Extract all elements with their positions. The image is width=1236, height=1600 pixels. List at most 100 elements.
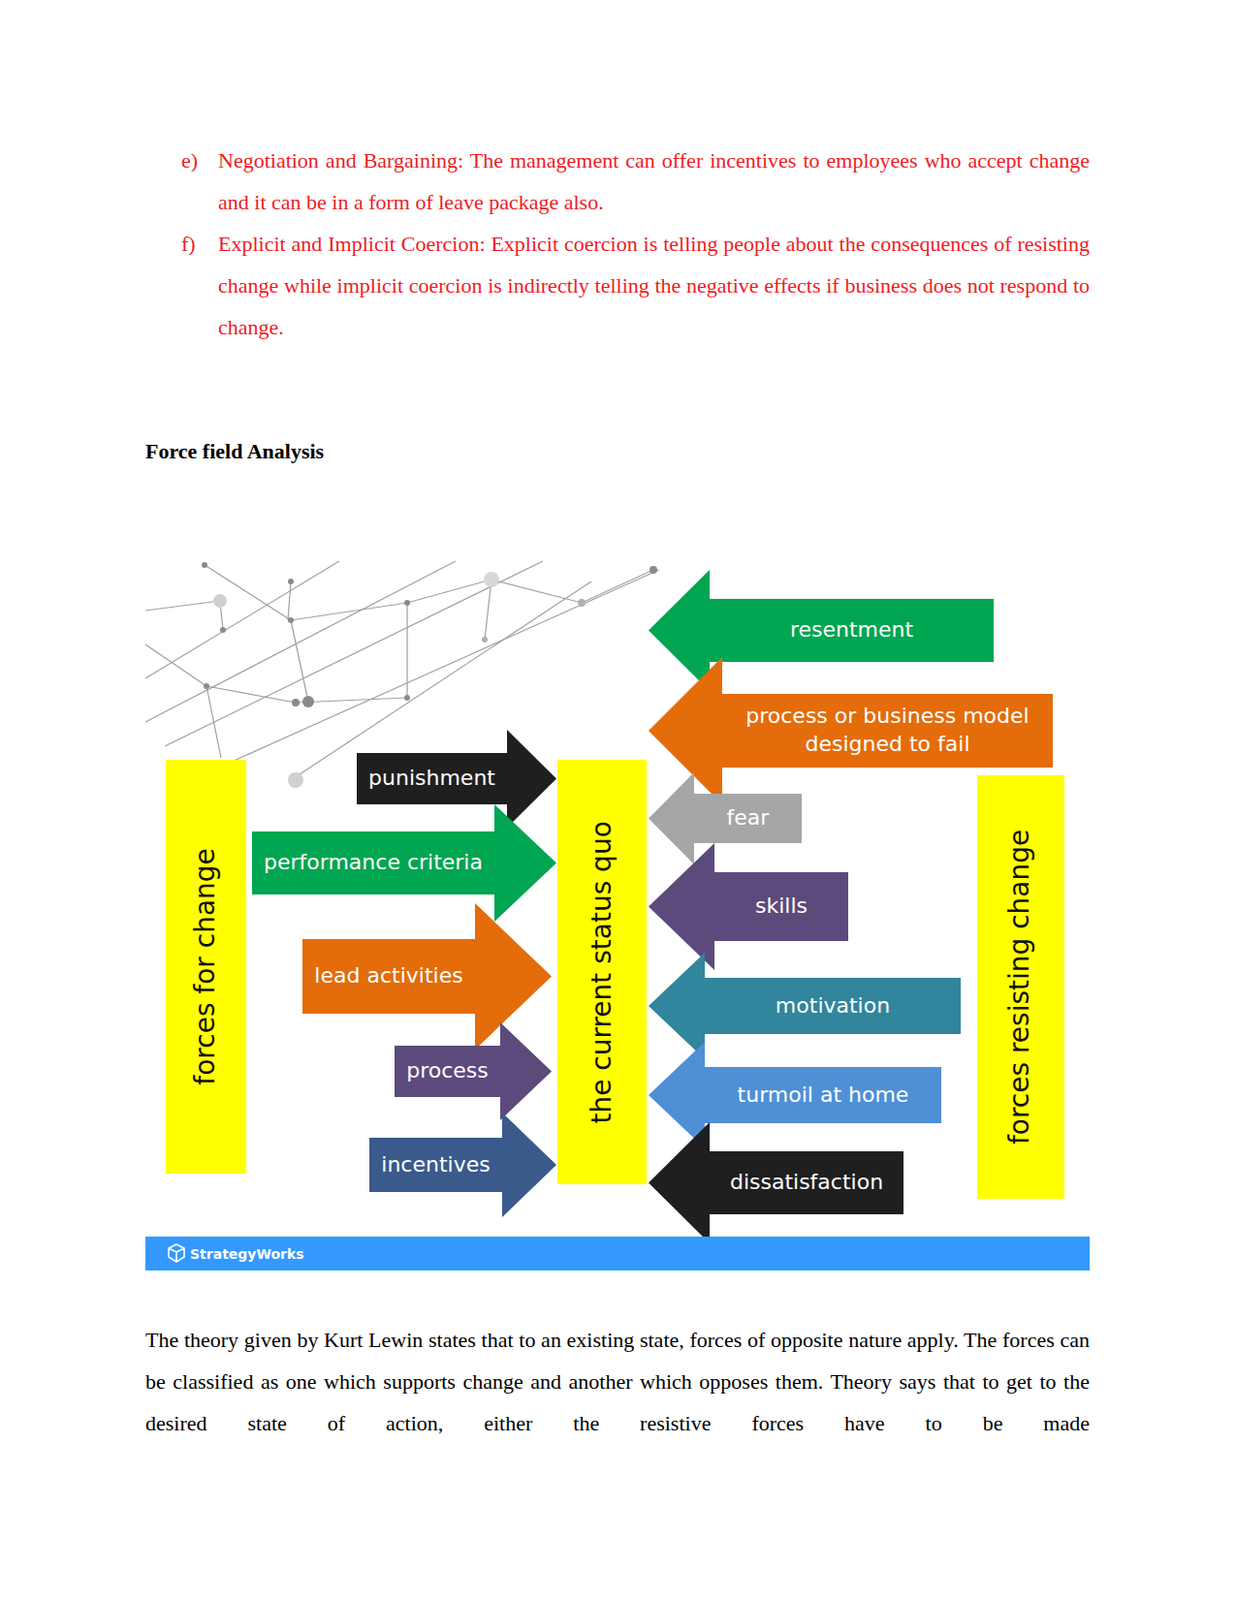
body-paragraph: The theory given by Kurt Lewin states th… [145, 1319, 1090, 1445]
label-wrap: The theory given by Kurt Lewin states th… [145, 1319, 1090, 1445]
list-marker: f) [181, 222, 217, 265]
heading-wrap: Force field Analysis [145, 438, 1090, 466]
mesh-line [145, 561, 456, 723]
status-quo-column: the current status quo [557, 760, 647, 1185]
mesh-dot [287, 617, 294, 624]
node-label: process or business model designed to fa… [733, 702, 1042, 759]
label-box: process or business model designed to fa… [722, 694, 1053, 768]
mesh-dot [404, 600, 411, 606]
mesh-dot [203, 683, 210, 690]
label-box: lead activities [302, 939, 476, 1015]
brand-icon [164, 1236, 189, 1271]
mesh-line [491, 579, 582, 603]
node-label: dissatisfaction [729, 1169, 884, 1198]
list-marker: e) [181, 139, 217, 182]
driving-force-arrow: lead activities [302, 903, 552, 1050]
label-box: skills [714, 872, 849, 942]
node-label: the current status quo [587, 821, 618, 1124]
mesh-dot [220, 627, 226, 634]
mesh-dot [577, 599, 586, 607]
label-box: performance criteria [252, 831, 495, 895]
node-label: resentment [790, 616, 914, 645]
node-label: performance criteria [263, 849, 483, 878]
mesh-line [290, 581, 592, 781]
label-box: incentives [369, 1138, 503, 1193]
mesh-line [484, 579, 492, 640]
driving-force-arrow: incentives [369, 1112, 557, 1218]
mesh-dot [287, 578, 294, 585]
mesh-dot [291, 698, 300, 707]
mesh-line [222, 570, 660, 766]
restraining-force-arrow: dissatisfaction [648, 1122, 904, 1244]
arrow-polygon [648, 1122, 904, 1244]
list-item: Explicit and Implicit Coercion: Explicit… [218, 222, 1090, 349]
label-wrap: e) [181, 139, 217, 182]
label-box: fear [694, 793, 802, 844]
node-label: incentives [380, 1151, 490, 1180]
driving-force-arrow: performance criteria [252, 804, 557, 922]
restraining-force-arrow: turmoil at home [648, 1042, 942, 1149]
node-label: process [406, 1057, 489, 1086]
label-box: forces for change [165, 760, 247, 1174]
label-box: forces resisting change [977, 775, 1065, 1200]
mesh-dot [483, 571, 500, 588]
mesh-line [164, 561, 543, 747]
mesh-dot [302, 696, 315, 708]
label-wrap: Explicit and Implicit Coercion: Explicit… [218, 222, 1090, 349]
driving-force-arrow: process [394, 1022, 552, 1121]
node-label: forces resisting change [1006, 829, 1037, 1145]
arrow-polygon [394, 1022, 552, 1121]
node-label: punishment [368, 764, 496, 793]
restraining-force-arrow: fear [648, 772, 802, 865]
arrow-shape [648, 843, 849, 971]
arrow-polygon [648, 843, 849, 971]
label-box: punishment [356, 753, 508, 805]
label-box: StrategyWorks [190, 1236, 305, 1271]
node-label: motivation [775, 992, 890, 1021]
arrow-polygon [252, 804, 557, 922]
restraining-force-arrow: motivation [648, 952, 961, 1060]
label-box: the current status quo [557, 760, 647, 1185]
node-label: lead activities [314, 962, 463, 991]
force-column: forces resisting change [977, 775, 1065, 1200]
icon-stroke [168, 1244, 185, 1263]
driving-force-arrow: punishment [356, 729, 557, 828]
arrow-polygon [648, 772, 802, 865]
mesh-line [581, 570, 654, 603]
arrow-polygon [648, 1042, 942, 1149]
mesh-line [204, 565, 291, 621]
arrow-polygon [648, 570, 994, 692]
mesh-dot [481, 636, 488, 643]
mesh-lines [145, 561, 660, 781]
mesh-line [406, 602, 408, 698]
mesh-dot [649, 566, 658, 574]
restraining-force-arrow: resentment [648, 570, 994, 692]
mesh-line [290, 620, 309, 702]
arrow-polygon [648, 952, 961, 1060]
mesh-line [290, 602, 408, 621]
mesh-line [407, 579, 492, 603]
label-box: resentment [709, 599, 994, 663]
mesh-dot [404, 695, 411, 701]
label-box: turmoil at home [704, 1067, 942, 1124]
arrow-polygon [356, 729, 557, 828]
node-label: fear [727, 804, 770, 833]
label-box: dissatisfaction [709, 1151, 904, 1215]
mesh-line [145, 561, 340, 679]
node-label: skills [755, 892, 808, 921]
section-heading: Force field Analysis [145, 438, 1090, 466]
node-label: forces for change [190, 848, 222, 1085]
brand-band: StrategyWorks [145, 1236, 1090, 1271]
arrow-polygon [369, 1112, 557, 1218]
mesh-dot [213, 594, 227, 608]
node-label: StrategyWorks [190, 1246, 305, 1263]
mesh-line [206, 686, 296, 703]
mesh-line [145, 644, 207, 687]
label-wrap: f) [181, 222, 217, 265]
mesh-dot [201, 562, 208, 569]
arrow-shape [648, 772, 802, 865]
label-box: motivation [704, 978, 961, 1035]
node-label: turmoil at home [737, 1081, 910, 1110]
list-item: Negotiation and Bargaining: The manageme… [218, 139, 1090, 223]
restraining-force-arrow: skills [648, 843, 849, 971]
